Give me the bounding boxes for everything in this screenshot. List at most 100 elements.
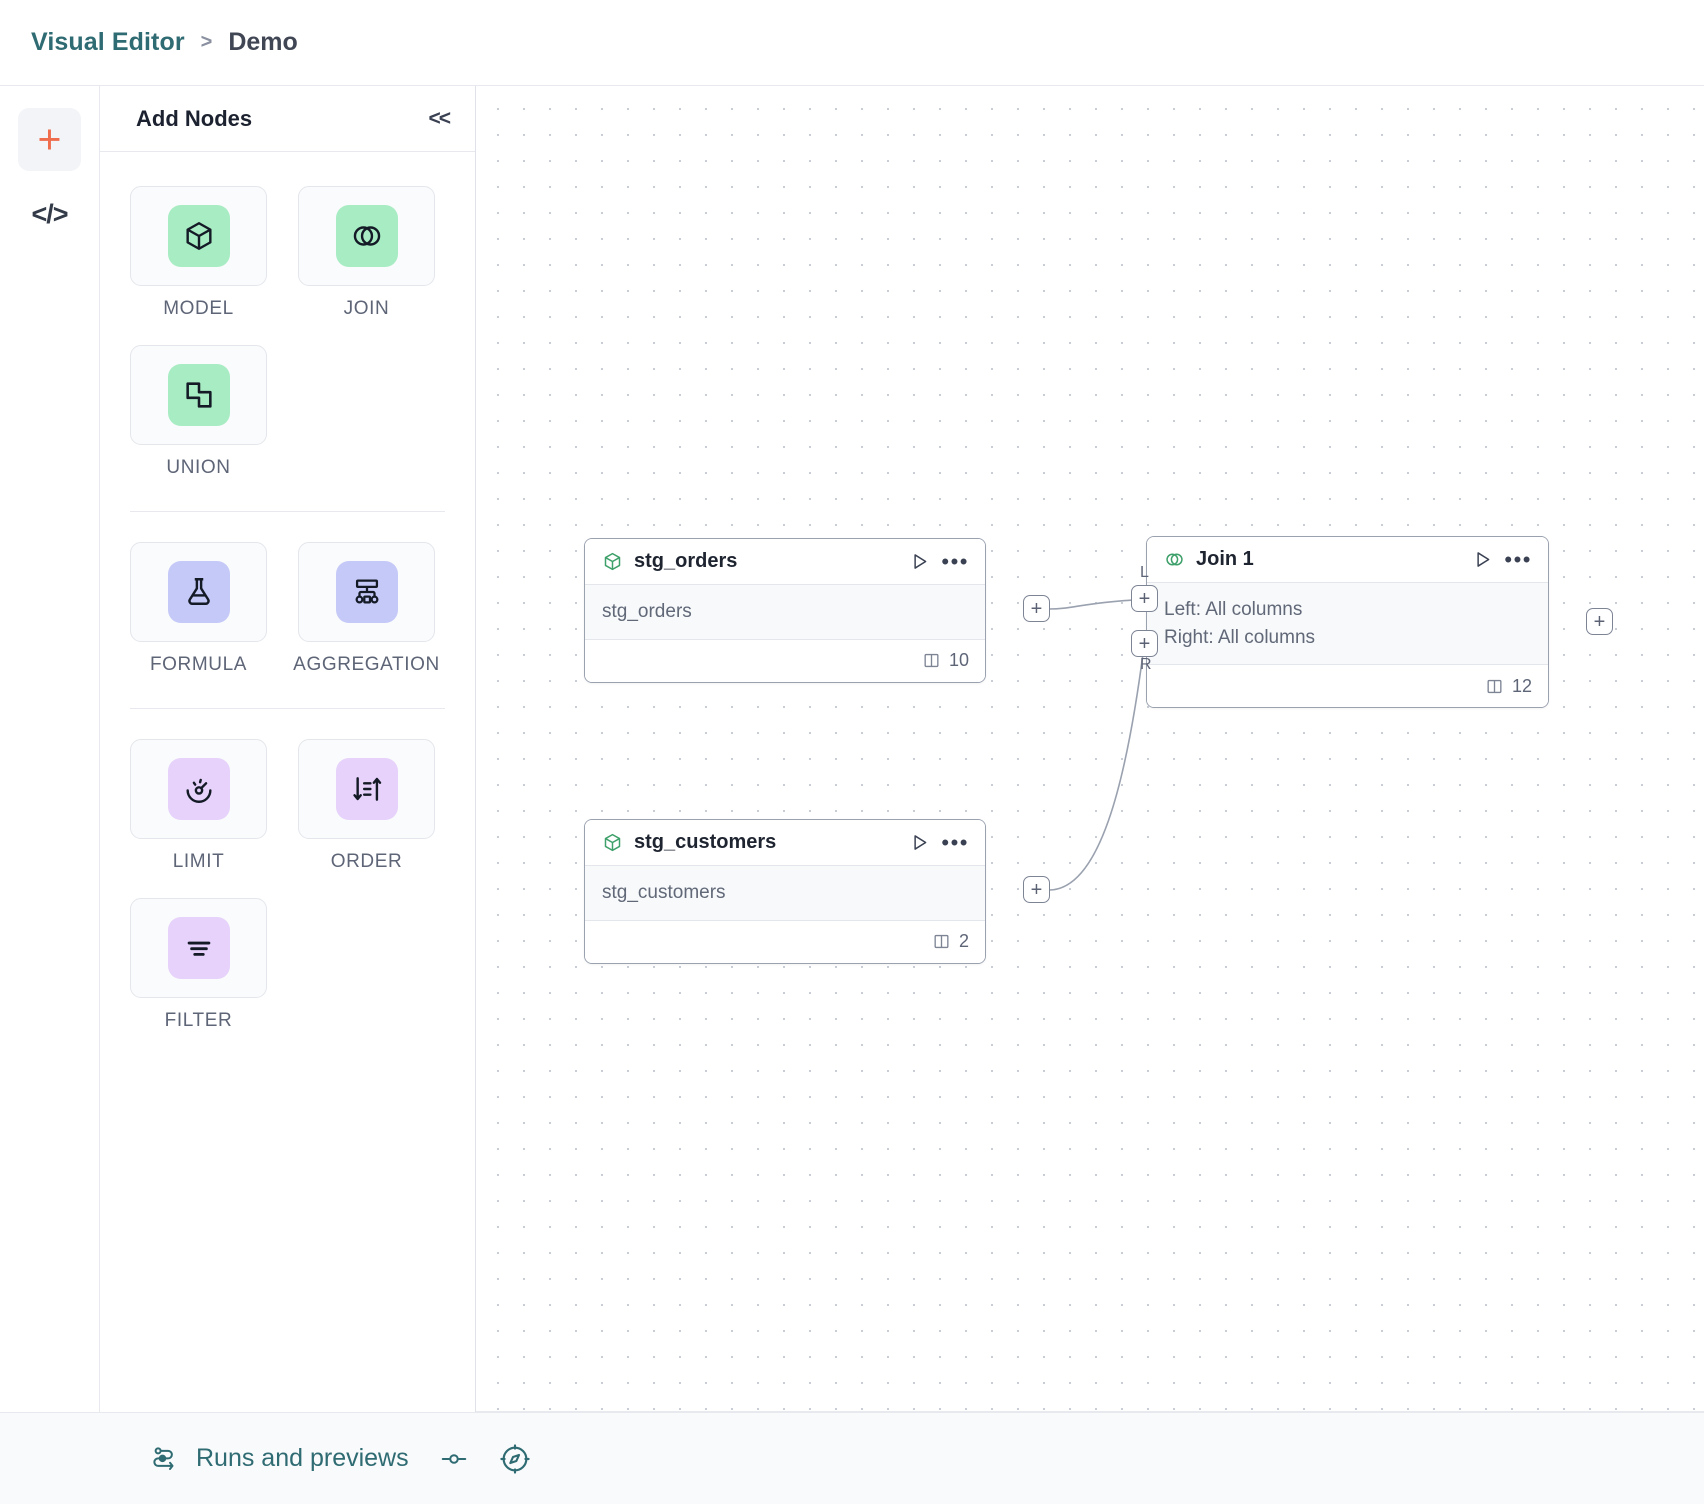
breadcrumb-root-link[interactable]: Visual Editor <box>31 28 185 56</box>
editor-body: + </> Add Nodes << <box>0 86 1704 1412</box>
output-handle-join-1[interactable]: + <box>1586 608 1613 635</box>
runs-and-previews-label: Runs and previews <box>196 1444 409 1472</box>
palette-label-limit: LIMIT <box>172 851 225 872</box>
palette-divider-1 <box>130 511 445 512</box>
hierarchy-icon <box>355 579 378 604</box>
code-brackets-icon: </> <box>31 199 68 229</box>
add-nodes-panel-header: Add Nodes << <box>100 86 475 152</box>
palette-label-model: MODEL <box>163 298 234 319</box>
edge-layer <box>1048 598 1155 891</box>
column-count: 2 <box>958 931 969 952</box>
slider-toggle-icon <box>441 1453 466 1464</box>
palette-tile-aggregation[interactable] <box>298 542 435 642</box>
chip-green <box>167 364 230 426</box>
cube-icon <box>604 552 621 571</box>
flow-node-header: stg_orders ••• <box>585 539 985 585</box>
left-icon-rail: + </> <box>0 86 100 1412</box>
flow-node-body-line-right: Right: All columns <box>1164 626 1316 648</box>
flow-node-stg-orders[interactable]: stg_orders ••• stg_orders 10 <box>584 538 986 683</box>
node-group-row-ops: LIMIT ORDER <box>130 739 445 1032</box>
venn-circles-icon <box>1166 553 1183 566</box>
chip-green <box>335 205 398 267</box>
palette-item-union[interactable]: UNION <box>130 345 267 479</box>
breadcrumb-separator: > <box>200 31 213 53</box>
palette-label-filter: FILTER <box>164 1010 233 1031</box>
navigator-button[interactable] <box>499 1443 531 1475</box>
venn-circles-icon <box>353 226 380 246</box>
ellipsis-icon[interactable]: ••• <box>941 829 969 855</box>
palette-tile-filter[interactable] <box>130 898 267 998</box>
plus-icon: + <box>37 116 62 162</box>
flow-node-header: stg_customers ••• <box>585 820 985 866</box>
palette-item-limit[interactable]: LIMIT <box>130 739 267 873</box>
columns-icon <box>1487 679 1502 693</box>
palette-tile-union[interactable] <box>130 345 267 445</box>
collapse-panel-button[interactable]: << <box>428 106 450 130</box>
flow-node-footer: 2 <box>585 920 985 963</box>
palette-item-formula[interactable]: FORMULA <box>130 542 267 676</box>
palette-item-filter[interactable]: FILTER <box>130 898 267 1032</box>
play-icon[interactable] <box>909 551 930 572</box>
add-node-button[interactable]: + <box>18 108 81 171</box>
chip-violet <box>335 758 398 820</box>
flow-node-body-line: stg_customers <box>602 882 726 903</box>
node-group-sources: MODEL JOIN <box>130 186 445 479</box>
chip-indigo <box>335 561 398 623</box>
input-handle-join-left[interactable]: + <box>1131 585 1158 612</box>
flow-node-header: Join 1 ••• <box>1147 537 1548 583</box>
flow-runs-icon <box>153 1446 174 1470</box>
code-view-button[interactable]: </> <box>18 183 81 246</box>
palette-item-aggregation[interactable]: AGGREGATION <box>293 542 439 676</box>
flow-node-stg-customers[interactable]: stg_customers ••• stg_customers 2 <box>584 819 986 964</box>
flow-node-body: stg_orders <box>585 585 985 640</box>
palette-label-union: UNION <box>166 457 231 478</box>
add-nodes-title: Add Nodes <box>136 105 253 131</box>
flow-node-title: Join 1 <box>1196 548 1254 570</box>
sort-icon <box>352 777 381 801</box>
columns-icon <box>924 653 939 668</box>
cube-icon <box>185 222 212 250</box>
runs-and-previews-button[interactable]: Runs and previews <box>150 1444 409 1474</box>
gauge-icon <box>185 778 212 803</box>
flow-node-body: stg_customers <box>585 866 985 921</box>
handle-label-left: L <box>1140 564 1149 581</box>
flow-canvas[interactable]: stg_orders ••• stg_orders 10 <box>476 86 1704 1412</box>
palette-tile-model[interactable] <box>130 186 267 286</box>
flow-node-join-1[interactable]: Join 1 ••• Left: All columns Right: All … <box>1146 536 1549 709</box>
filter-icon <box>187 941 210 956</box>
chip-violet <box>167 917 230 979</box>
ellipsis-icon[interactable]: ••• <box>941 548 969 574</box>
palette-tile-join[interactable] <box>298 186 435 286</box>
flow-node-body: Left: All columns Right: All columns <box>1147 583 1548 666</box>
node-group-transforms: FORMULA <box>130 542 445 676</box>
palette-tile-formula[interactable] <box>130 542 267 642</box>
add-nodes-list: MODEL JOIN <box>100 152 475 1412</box>
palette-label-join: JOIN <box>343 298 390 319</box>
edge-customers-to-join-right <box>1048 645 1145 891</box>
columns-icon <box>934 934 949 949</box>
palette-tile-limit[interactable] <box>130 739 267 839</box>
cube-icon <box>604 833 621 852</box>
palette-item-join[interactable]: JOIN <box>298 186 435 320</box>
palette-item-order[interactable]: ORDER <box>298 739 435 873</box>
column-count: 12 <box>1511 675 1532 696</box>
slider-toggle-button[interactable] <box>439 1444 469 1474</box>
play-icon[interactable] <box>1472 549 1493 570</box>
palette-label-order: ORDER <box>330 851 403 872</box>
palette-item-model[interactable]: MODEL <box>130 186 267 320</box>
breadcrumb-header: Visual Editor > Demo <box>0 0 1704 86</box>
flow-node-body-line-left: Left: All columns <box>1164 599 1303 620</box>
add-nodes-panel: Add Nodes << <box>100 86 476 1412</box>
play-icon[interactable] <box>909 832 930 853</box>
output-handle-stg-orders[interactable]: + <box>1023 595 1050 622</box>
palette-label-aggregation: AGGREGATION <box>293 654 440 675</box>
input-handle-join-right[interactable]: + <box>1131 630 1158 657</box>
handle-label-right: R <box>1140 656 1152 673</box>
flow-node-footer: 12 <box>1147 665 1548 708</box>
column-count: 10 <box>948 650 969 671</box>
ellipsis-icon[interactable]: ••• <box>1504 546 1532 572</box>
flow-node-body-line: stg_orders <box>602 601 692 622</box>
palette-tile-order[interactable] <box>298 739 435 839</box>
output-handle-stg-customers[interactable]: + <box>1023 876 1050 903</box>
